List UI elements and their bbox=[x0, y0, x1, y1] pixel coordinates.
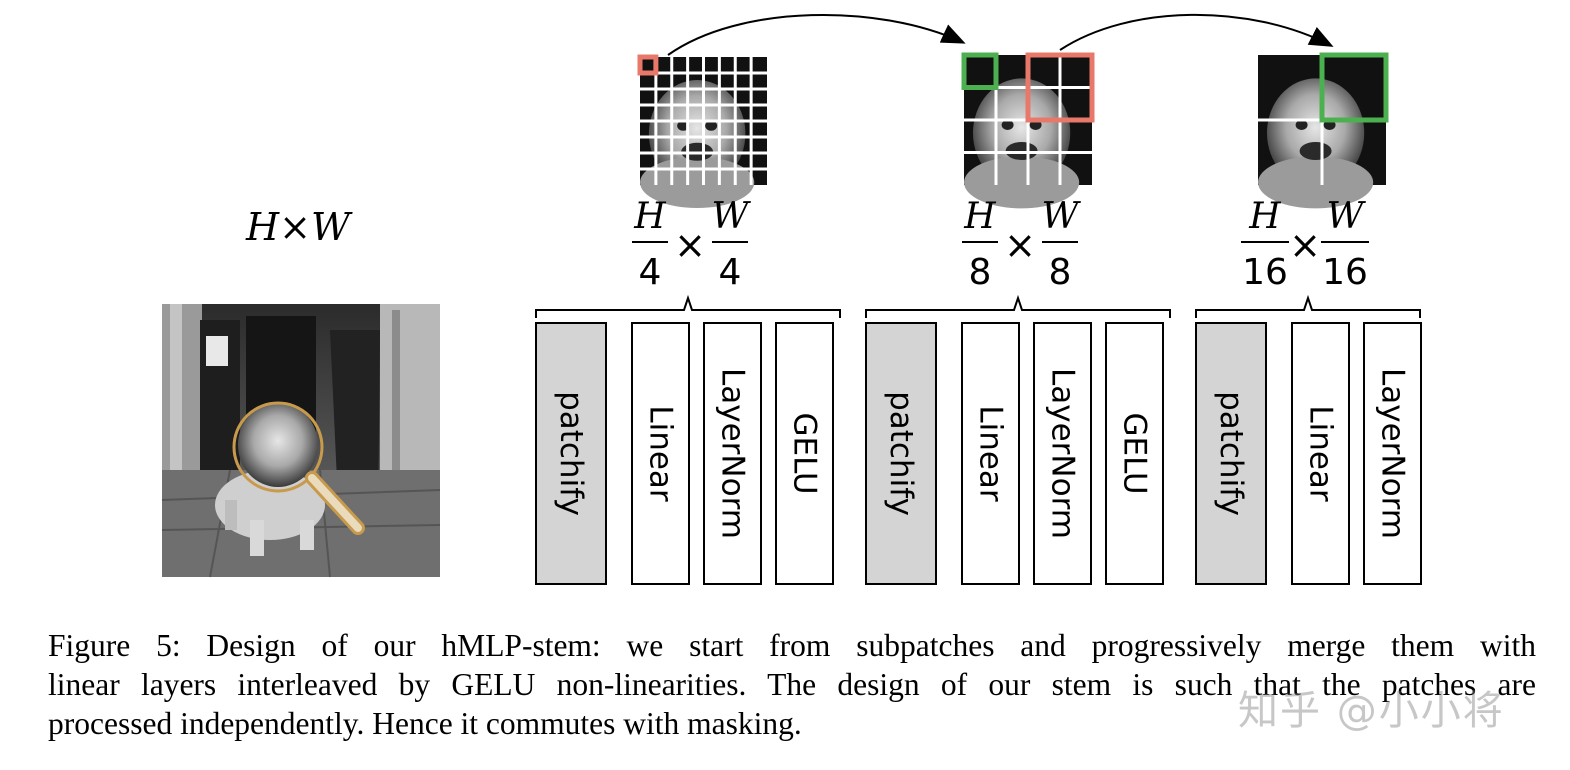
fraction-h-denominator: 4 bbox=[639, 252, 662, 293]
stage-1: H W 4 4 × patchify Linear LayerNorm GELU bbox=[535, 54, 841, 585]
figure-caption: Figure 5: Design of our hMLP-stem: we st… bbox=[48, 626, 1536, 743]
watermark: 知乎 @小小将 bbox=[1238, 688, 1505, 734]
fraction-h-numerator: H bbox=[1248, 196, 1281, 237]
fraction-w-numerator: W bbox=[1041, 196, 1081, 237]
input-image bbox=[161, 304, 441, 578]
layer-label: patchify bbox=[553, 391, 589, 516]
layer-box-linear: Linear bbox=[631, 322, 690, 585]
highlight-green-box bbox=[1319, 52, 1389, 123]
times-symbol: × bbox=[1289, 223, 1321, 267]
fraction-h-numerator: H bbox=[963, 196, 996, 237]
fraction-w-denominator: 16 bbox=[1322, 252, 1368, 293]
layer-box-patchify: patchify bbox=[1195, 322, 1267, 585]
times-symbol: × bbox=[1004, 223, 1036, 267]
times-symbol: × bbox=[674, 223, 706, 267]
stage-thumbnail bbox=[1258, 52, 1389, 209]
layer-box-layernorm: LayerNorm bbox=[1363, 322, 1422, 585]
stage-thumbnail bbox=[961, 52, 1095, 209]
fraction-w-denominator: 8 bbox=[1049, 252, 1072, 293]
layer-box-gelu: GELU bbox=[1105, 322, 1164, 585]
layer-label: Linear bbox=[1303, 405, 1339, 502]
layer-label: patchify bbox=[883, 391, 919, 516]
layer-label: GELU bbox=[787, 412, 823, 494]
layer-label: LayerNorm bbox=[1375, 368, 1411, 539]
input-size-label: H×W bbox=[245, 205, 353, 249]
layer-box-gelu: GELU bbox=[775, 322, 834, 585]
highlight-green-box bbox=[961, 52, 999, 90]
caption-line: processed independently. Hence it commut… bbox=[48, 706, 802, 741]
layer-label: patchify bbox=[1213, 391, 1249, 516]
layer-box-patchify: patchify bbox=[535, 322, 607, 585]
fraction-w-denominator: 4 bbox=[719, 252, 742, 293]
layer-box-patchify: patchify bbox=[865, 322, 937, 585]
fraction-w-numerator: W bbox=[711, 196, 751, 237]
highlight-red-box bbox=[637, 54, 659, 76]
magnifier-icon bbox=[232, 401, 324, 493]
stage-brace bbox=[865, 294, 1171, 318]
merge-arrow-1 bbox=[667, 13, 966, 56]
scale-fraction: H W 16 16× bbox=[1241, 196, 1369, 293]
highlight-red-box bbox=[1025, 52, 1095, 123]
layer-label: LayerNorm bbox=[1045, 368, 1081, 539]
fraction-h-denominator: 16 bbox=[1242, 252, 1288, 293]
fraction-h-denominator: 8 bbox=[969, 252, 992, 293]
layer-box-linear: Linear bbox=[961, 322, 1020, 585]
layer-label: Linear bbox=[973, 405, 1009, 502]
caption-line: linear layers interleaved by GELU non-li… bbox=[48, 667, 1536, 702]
layer-label: GELU bbox=[1117, 412, 1153, 494]
scale-fraction: H W 4 4 × bbox=[632, 196, 751, 293]
fraction-w-numerator: W bbox=[1326, 196, 1366, 237]
merge-arrow-2 bbox=[1059, 13, 1334, 51]
caption-line: Figure 5: Design of our hMLP-stem: we st… bbox=[48, 628, 1536, 663]
layer-box-layernorm: LayerNorm bbox=[1033, 322, 1092, 585]
stage-3: H W 16 16× patchify Linear LayerNorm bbox=[1195, 52, 1422, 585]
scale-fraction: H W 8 8 × bbox=[962, 196, 1081, 293]
layer-box-linear: Linear bbox=[1291, 322, 1350, 585]
stage-brace bbox=[1195, 294, 1421, 318]
stage-brace bbox=[535, 294, 841, 318]
layer-label: Linear bbox=[643, 405, 679, 502]
stage-2: H W 8 8 × patchify Linear LayerNorm GELU bbox=[865, 52, 1171, 585]
stage-thumbnail bbox=[637, 54, 767, 209]
layer-label: LayerNorm bbox=[715, 368, 751, 539]
layer-box-layernorm: LayerNorm bbox=[703, 322, 762, 585]
fraction-h-numerator: H bbox=[633, 196, 666, 237]
